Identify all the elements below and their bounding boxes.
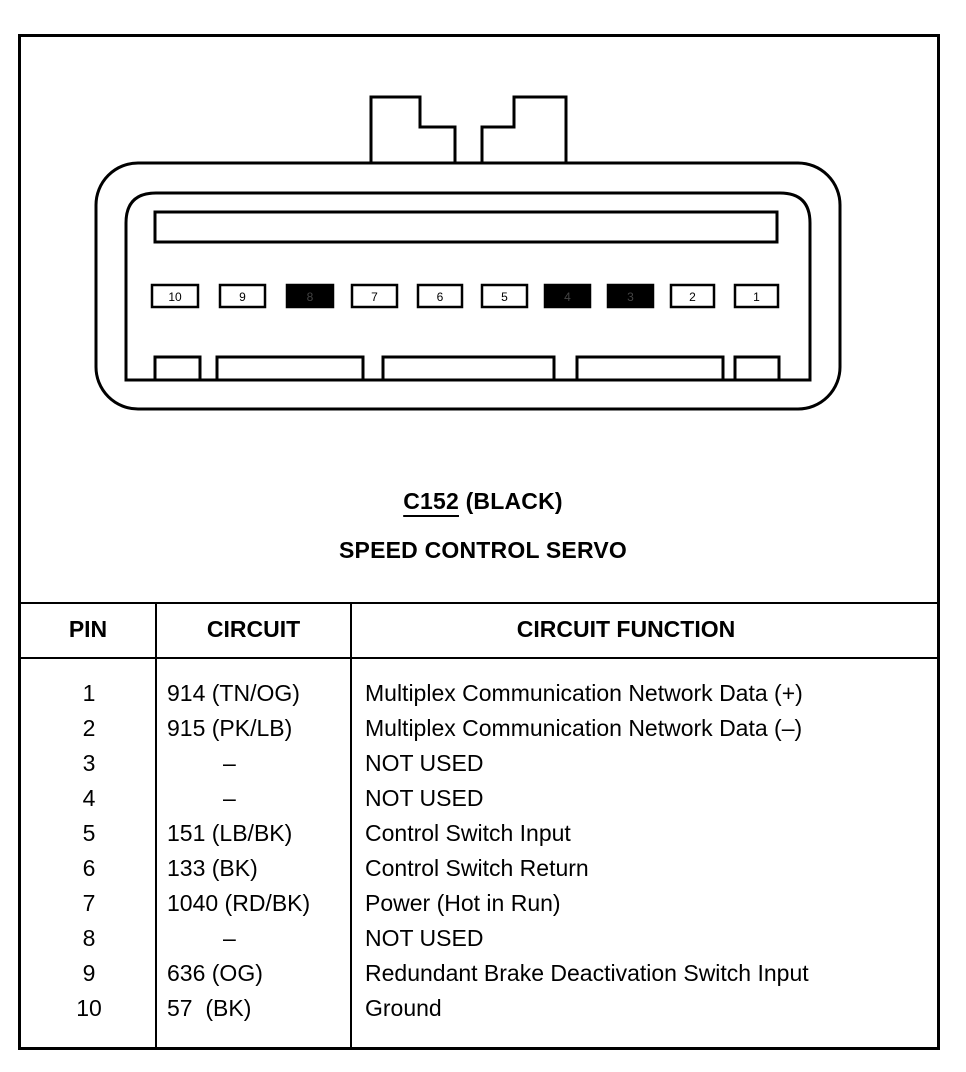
circuit-function: Multiplex Communication Network Data (–) — [365, 715, 803, 741]
circuit-code: – — [223, 925, 236, 951]
pin-number: 10 — [76, 995, 102, 1021]
locking-tab-right — [480, 95, 568, 163]
pin-cavity-box — [543, 283, 592, 309]
pin-cavity-3: 3 — [606, 283, 655, 309]
top-key-slot — [153, 210, 779, 244]
pin-cavity-9: 9 — [218, 283, 267, 309]
diagram-frame — [18, 34, 940, 1050]
table-top-rule — [18, 602, 940, 604]
pin-number: 6 — [82, 855, 96, 881]
circuit-code: – — [223, 750, 236, 776]
connector-color-label: (BLACK) — [465, 488, 563, 514]
circuit-code: 57 (BK) — [167, 995, 252, 1021]
pin-cavity-label: 5 — [501, 290, 508, 304]
circuit-code: 915 (PK/LB) — [167, 715, 293, 741]
table-divider-pin-circuit — [155, 603, 157, 1049]
circuit-code: 151 (LB/BK) — [167, 820, 293, 846]
pin-number: 9 — [82, 960, 96, 986]
bottom-slot-2 — [215, 355, 365, 382]
header-circuit-function: CIRCUIT FUNCTION — [516, 616, 736, 642]
circuit-function: Control Switch Input — [365, 820, 571, 846]
pin-cavity-box — [285, 283, 335, 309]
pin-cavity-label: 2 — [689, 290, 696, 304]
pin-cavity-box — [416, 283, 464, 309]
pin-cavity-box — [218, 283, 267, 309]
header-pin: PIN — [68, 616, 108, 642]
pin-cavity-10: 10 — [150, 283, 200, 309]
pin-cavity-7: 7 — [350, 283, 399, 309]
pin-cavity-label: 8 — [307, 290, 314, 304]
connector-name: SPEED CONTROL SERVO — [339, 537, 627, 563]
circuit-code: – — [223, 785, 236, 811]
pin-number: 8 — [82, 925, 96, 951]
circuit-function: Power (Hot in Run) — [365, 890, 561, 916]
pin-cavity-6: 6 — [416, 283, 464, 309]
pin-cavity-label: 1 — [753, 290, 760, 304]
pin-cavity-box — [150, 283, 200, 309]
pin-cavity-1: 1 — [733, 283, 780, 309]
pin-cavity-label: 9 — [239, 290, 246, 304]
pin-cavity-label: 6 — [437, 290, 444, 304]
pin-cavity-box — [669, 283, 716, 309]
pin-cavity-box — [350, 283, 399, 309]
connector-id: C152 — [403, 488, 459, 514]
pin-number: 7 — [82, 890, 96, 916]
connector-id-caption: C152 (BLACK) — [0, 488, 966, 515]
circuit-code: 914 (TN/OG) — [167, 680, 300, 706]
bottom-slot-3 — [381, 355, 556, 382]
pin-cavity-5: 5 — [480, 283, 529, 309]
pin-number: 3 — [82, 750, 96, 776]
table-header-rule — [18, 657, 940, 659]
pin-number: 4 — [82, 785, 96, 811]
pin-cavity-label: 3 — [627, 290, 634, 304]
circuit-function: Ground — [365, 995, 442, 1021]
circuit-function: NOT USED — [365, 750, 484, 776]
circuit-code: 1040 (RD/BK) — [167, 890, 311, 916]
pin-cavity-label: 10 — [168, 290, 182, 304]
pin-cavity-4: 4 — [543, 283, 592, 309]
bottom-slot-4 — [575, 355, 725, 382]
table-divider-circuit-function — [350, 603, 352, 1049]
pin-number: 5 — [82, 820, 96, 846]
circuit-function: Redundant Brake Deactivation Switch Inpu… — [365, 960, 809, 986]
pin-cavity-8: 8 — [285, 283, 335, 309]
connector-face-drawing: 10 9 8 7 6 5 4 3 2 1 — [94, 95, 842, 411]
circuit-function: NOT USED — [365, 925, 484, 951]
pin-cavity-box — [733, 283, 780, 309]
header-circuit: CIRCUIT — [206, 616, 301, 642]
pin-cavity-box — [606, 283, 655, 309]
pin-cavity-box — [480, 283, 529, 309]
circuit-function: Multiplex Communication Network Data (+) — [365, 680, 803, 706]
pin-number: 2 — [82, 715, 96, 741]
pin-number: 1 — [82, 680, 96, 706]
bottom-slot-1 — [153, 355, 202, 382]
circuit-function: NOT USED — [365, 785, 484, 811]
pin-cavity-label: 4 — [564, 290, 571, 304]
pin-cavity-label: 7 — [371, 290, 378, 304]
bottom-slot-5 — [733, 355, 781, 382]
circuit-function: Control Switch Return — [365, 855, 589, 881]
circuit-code: 133 (BK) — [167, 855, 258, 881]
circuit-code: 636 (OG) — [167, 960, 263, 986]
pin-cavity-2: 2 — [669, 283, 716, 309]
locking-tab-left — [369, 95, 457, 163]
